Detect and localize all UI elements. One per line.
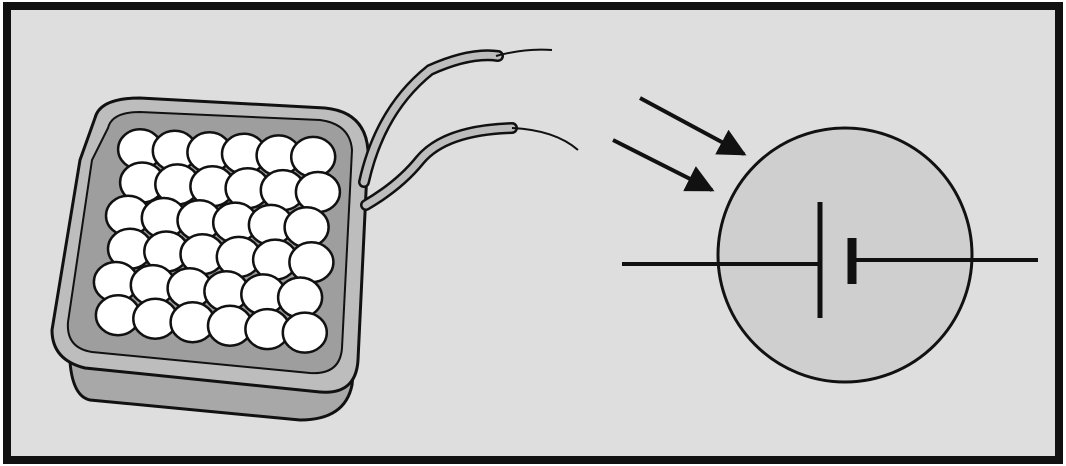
solar-cell-module [52,98,368,420]
cell-grid [94,129,340,352]
symbol-circle [718,128,972,382]
solar-cell [283,313,327,353]
solar-cell [289,242,333,282]
solar-cell [285,207,329,247]
solar-cell [278,278,322,318]
solar-cell [296,172,340,212]
solar-cell [291,137,335,177]
